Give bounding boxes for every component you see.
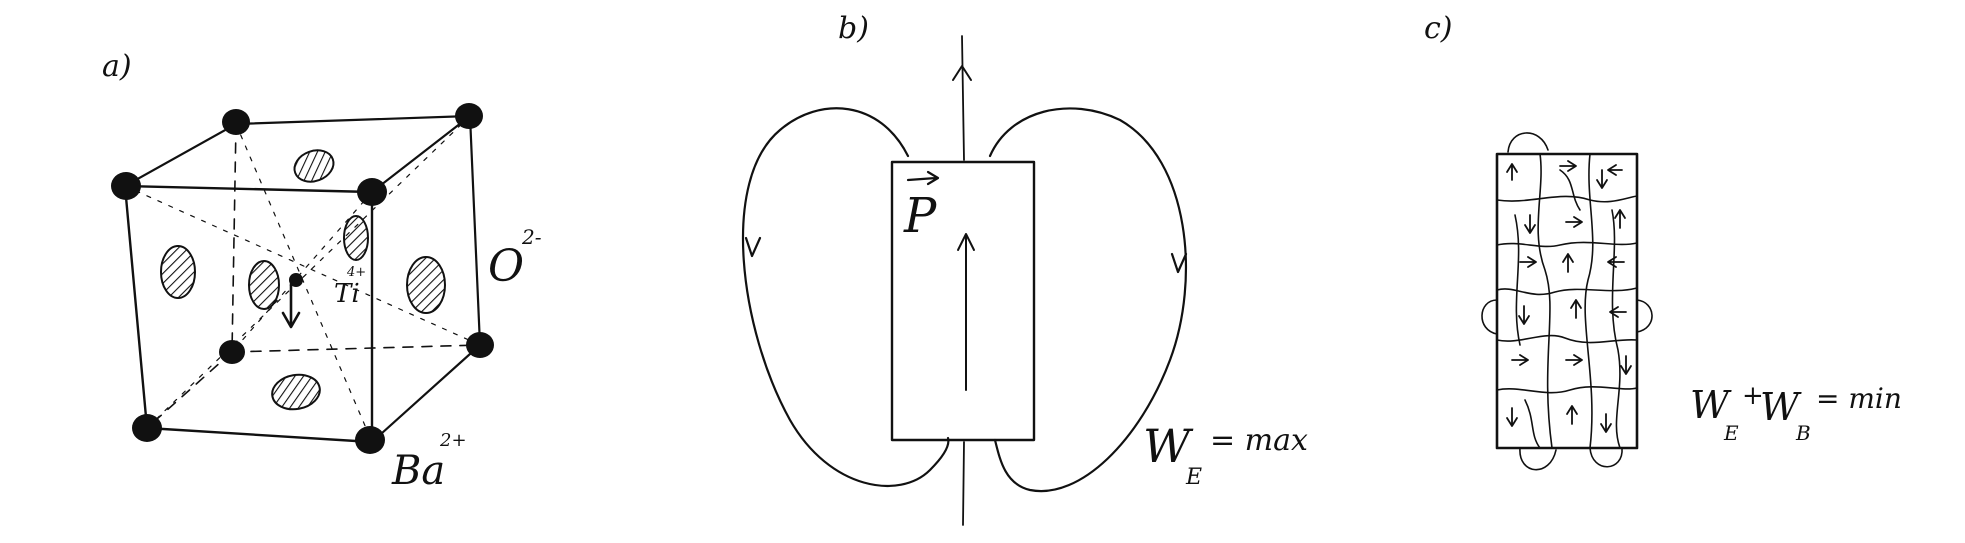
axis-line-bottom (962, 441, 965, 526)
domain-arrow-up (1570, 299, 1582, 319)
ba-atom (132, 414, 162, 442)
o-atom (248, 260, 280, 310)
domain-arrow-down (1524, 214, 1536, 234)
ti-label: Ti (334, 279, 360, 309)
ferroelectric-sample (890, 160, 1036, 442)
field-arrow-left (744, 236, 762, 258)
domain-arrow-up (1506, 163, 1518, 181)
o-atom (343, 215, 369, 261)
cube-edge-top-left (123, 122, 238, 188)
field-line-right (988, 107, 1188, 493)
polarization-arrow-head (957, 233, 975, 251)
oxygen-charge: 2- (521, 225, 542, 249)
oxygen-atoms (160, 149, 446, 411)
domain-arrow-down (1620, 355, 1632, 375)
axis-arrow-top (952, 65, 972, 81)
domain-arrow-left (1607, 256, 1625, 268)
energy-subscript: E (1185, 465, 1202, 490)
panel-b-label: b) (838, 11, 869, 46)
field-arrow-right (1170, 252, 1188, 274)
o-atom (406, 256, 446, 314)
panel-a: a) (102, 49, 542, 494)
domain-arrow-down (1518, 305, 1530, 325)
ba-atom (219, 340, 245, 364)
energy-w1: W (1690, 383, 1732, 427)
barium-charge: 2+ (439, 430, 467, 451)
stray-loop-bottom-2 (1589, 447, 1623, 468)
domain-arrow-left (1609, 306, 1627, 318)
stray-loop-top (1507, 132, 1549, 153)
cube-diagonal-1 (235, 123, 373, 443)
cube-back-edges (234, 114, 482, 444)
vector-arrow-over-p (906, 170, 940, 186)
ti-charge: 4+ (346, 265, 366, 280)
o-atom (293, 149, 335, 183)
ba-atom (222, 109, 250, 135)
panel-b: b) P W E = max (741, 11, 1308, 526)
domain-arrow-down (1600, 413, 1612, 433)
oxygen-label: O (488, 241, 524, 292)
multidomain-sample (1495, 152, 1639, 450)
ba-atom (455, 103, 483, 129)
cube-diagonal-4 (231, 191, 373, 353)
energy-w2-subscript: B (1795, 421, 1811, 445)
cube-diagonal-2 (124, 185, 481, 346)
o-atom (160, 245, 196, 299)
domain-arrow-left (1607, 164, 1623, 176)
domain-arrows (1506, 160, 1632, 433)
domain-arrow-down (1506, 407, 1518, 427)
domain-arrow-up (1562, 253, 1574, 273)
domain-arrow-right (1559, 160, 1577, 172)
panel-c-label: c) (1424, 11, 1453, 46)
polarization-label: P (903, 188, 937, 244)
stray-loop-right (1636, 299, 1653, 333)
o-atom (271, 373, 321, 411)
ti-atom (289, 273, 303, 287)
energy-relation-c: = min (1816, 382, 1902, 415)
ti-arrow-head (281, 311, 301, 329)
cube-diagonal-3 (146, 115, 471, 429)
domain-arrow-right (1511, 354, 1529, 366)
axis-line-top (961, 35, 965, 161)
domain-arrow-right (1519, 256, 1537, 268)
panel-c: c) (1424, 11, 1902, 471)
cube-hidden-edge-bottom (231, 344, 481, 353)
ba-atom (111, 172, 141, 200)
energy-w2: W (1760, 385, 1802, 429)
ba-atom (466, 332, 494, 358)
domain-walls (1496, 153, 1638, 449)
domain-arrow-down (1596, 169, 1608, 189)
barium-label: Ba (391, 448, 445, 494)
ba-atom (355, 426, 385, 454)
titanium-atom: Ti 4+ (281, 265, 366, 329)
panel-a-label: a) (102, 49, 132, 84)
stray-loop-bottom-1 (1519, 447, 1557, 471)
energy-w1-subscript: E (1723, 421, 1739, 445)
cube-edge-top-right (370, 114, 472, 194)
domain-arrow-right (1565, 354, 1583, 366)
barium-atoms (111, 103, 494, 454)
cube-front-face (123, 184, 374, 444)
stray-loop-left (1481, 299, 1498, 335)
domain-arrow-right (1565, 216, 1583, 228)
domain-arrow-up (1614, 209, 1626, 229)
energy-w: W (1143, 419, 1194, 473)
energy-relation: = max (1210, 423, 1308, 458)
energy-plus: + (1742, 381, 1764, 411)
ba-atom (357, 178, 387, 206)
field-line-left (741, 107, 950, 488)
domain-arrow-up (1566, 405, 1578, 425)
